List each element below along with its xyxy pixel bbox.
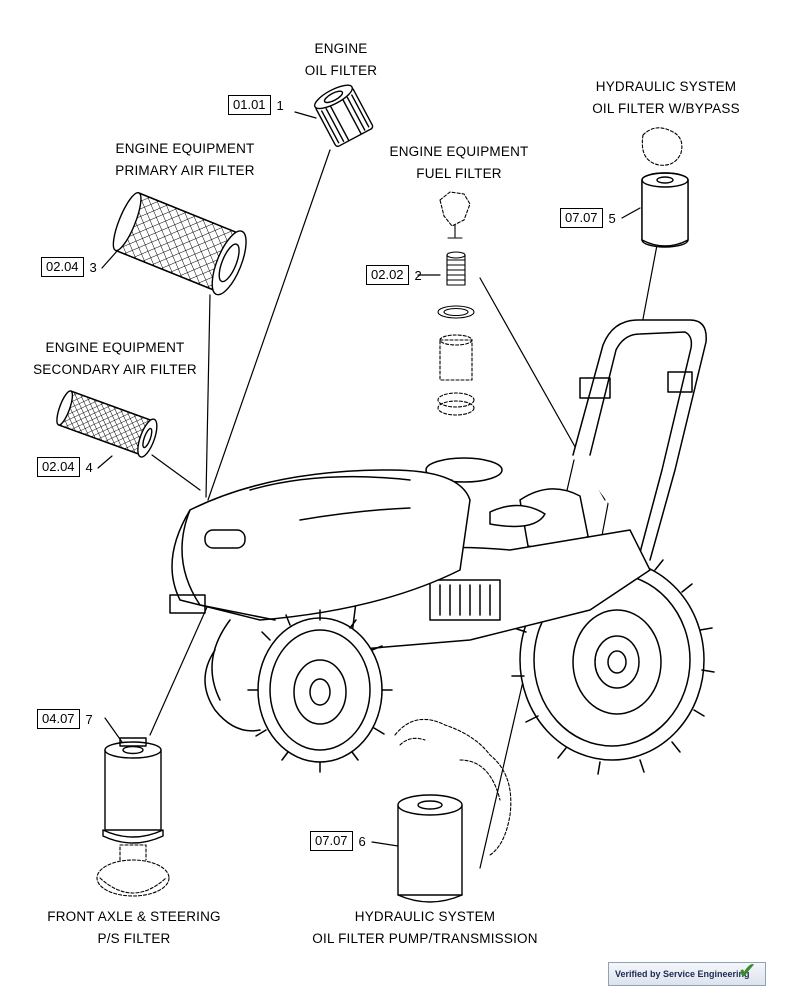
ref-callout-3: 02.04 3 (41, 257, 97, 277)
ref-callout-5: 07.07 5 (560, 208, 616, 228)
title-secondary-air-filter: ENGINE EQUIPMENT SECONDARY AIR FILTER (33, 340, 197, 377)
ref-callout-1: 01.01 1 (228, 95, 284, 115)
ref-code: 01.01 (228, 95, 271, 115)
ref-number: 3 (89, 259, 97, 275)
ref-callout-4: 02.04 4 (37, 457, 93, 477)
ref-number: 2 (414, 267, 422, 283)
ref-callout-2: 02.02 2 (366, 265, 422, 285)
title-fuel-filter: ENGINE EQUIPMENT FUEL FILTER (389, 144, 529, 181)
title-engine-oil-filter: ENGINE OIL FILTER (304, 41, 378, 78)
ref-number: 4 (85, 459, 93, 475)
verified-badge: Verified by Service Engineering (608, 962, 766, 986)
ref-callout-6: 07.07 6 (310, 831, 366, 851)
ref-number: 5 (608, 210, 616, 226)
front-wheel (247, 609, 393, 773)
checkmark-icon: ✔ (738, 958, 757, 983)
title-primary-air-filter: ENGINE EQUIPMENT PRIMARY AIR FILTER (115, 141, 255, 178)
ref-code: 04.07 (37, 709, 80, 729)
ref-number: 7 (85, 711, 93, 727)
ref-code: 02.04 (37, 457, 80, 477)
hydraulic-bypass-filter-part (641, 127, 689, 248)
hydraulic-pump-filter-part (394, 718, 512, 903)
title-hydraulic-pump-filter: HYDRAULIC SYSTEM OIL FILTER PUMP/TRANSMI… (312, 909, 538, 946)
ref-code: 02.04 (41, 257, 84, 277)
ref-code: 07.07 (560, 208, 603, 228)
ref-number: 6 (358, 833, 366, 849)
title-hydraulic-bypass-filter: HYDRAULIC SYSTEM OIL FILTER W/BYPASS (592, 79, 740, 116)
ref-code: 02.02 (366, 265, 409, 285)
fuel-filter-part (437, 191, 475, 416)
ref-code: 07.07 (310, 831, 353, 851)
title-ps-filter: FRONT AXLE & STEERING P/S FILTER (47, 909, 221, 946)
engine-oil-filter-part (313, 84, 374, 147)
tractor-illustration (169, 319, 715, 775)
ps-filter-part (96, 737, 170, 897)
primary-air-filter-part (112, 192, 247, 296)
ref-number: 1 (276, 97, 284, 113)
ref-callout-7: 04.07 7 (37, 709, 93, 729)
verified-badge-text: Verified by Service Engineering (615, 969, 750, 979)
secondary-air-filter-part (56, 390, 158, 458)
